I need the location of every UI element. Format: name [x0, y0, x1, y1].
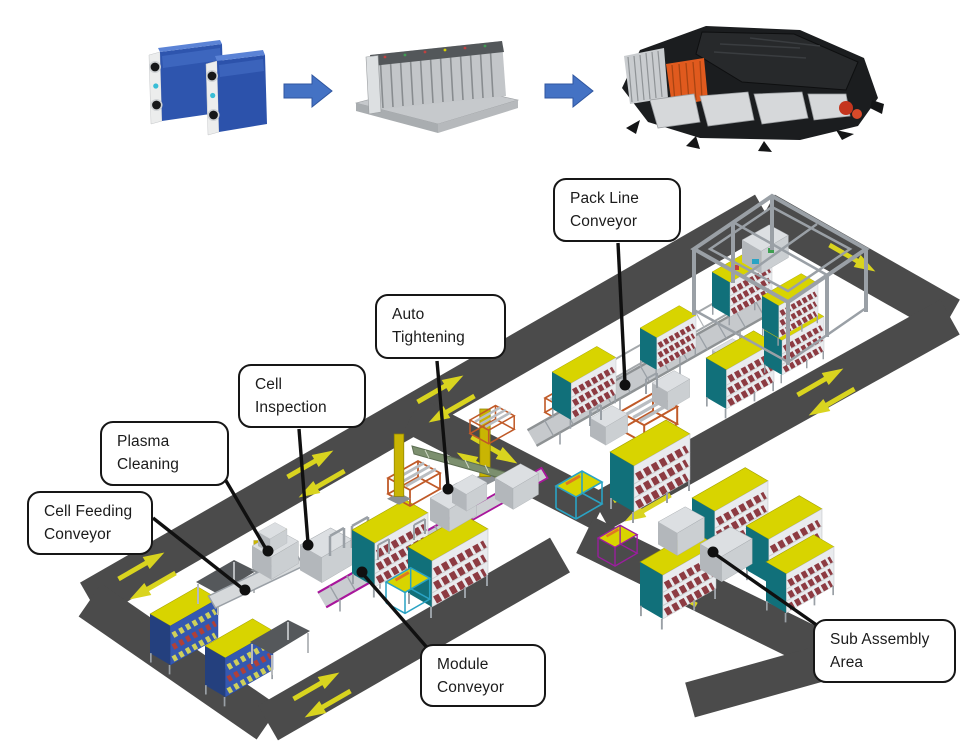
callout-text: Conveyor — [437, 679, 505, 696]
leader-line — [220, 473, 268, 550]
road-segment — [78, 583, 280, 740]
callout-pack-line-conveyor: Pack Line Conveyor — [553, 178, 681, 242]
battery-pack-photo — [622, 26, 884, 152]
leader-dot — [619, 379, 631, 391]
leader-line — [297, 428, 310, 544]
callout-text: Inspection — [255, 399, 327, 416]
leader-dots — [239, 379, 719, 596]
leader-dot — [707, 546, 719, 558]
callout-auto-tightening: Auto Tightening — [375, 294, 506, 359]
leader-line — [616, 242, 627, 384]
callout-text: Area — [830, 654, 864, 671]
callout-cell-feeding-conveyor: Cell Feeding Conveyor — [27, 491, 153, 555]
leader-line — [435, 360, 450, 488]
callout-text: Cleaning — [117, 456, 179, 473]
leader-line — [151, 516, 245, 591]
callout-text: Tightening — [392, 329, 465, 346]
callout-cell-inspection: Cell Inspection — [238, 364, 366, 428]
road-segment — [258, 537, 570, 741]
leader-lines — [151, 242, 819, 653]
overhead-gantry-frame — [690, 193, 870, 365]
callout-text: Pack Line — [570, 190, 639, 207]
callout-text: Conveyor — [44, 526, 112, 543]
road-segment — [576, 517, 859, 683]
callout-text: Sub Assembly — [830, 631, 930, 648]
callout-text: Cell Feeding — [44, 503, 133, 520]
flow-arrow-right-icon — [283, 73, 594, 109]
callout-text: Module — [437, 656, 489, 673]
callout-sub-assembly-area: Sub Assembly Area — [813, 619, 956, 683]
callout-text: Plasma — [117, 433, 170, 450]
road-network — [78, 194, 960, 741]
leader-dot — [239, 584, 251, 596]
leader-dot — [302, 539, 314, 551]
callout-text: Cell — [255, 376, 283, 393]
leader-dot — [442, 483, 454, 495]
leader-line — [714, 552, 819, 628]
leader-line — [361, 572, 432, 653]
callout-text: Auto — [392, 306, 425, 323]
battery-module-photo — [354, 41, 520, 133]
battery-cells-photo — [148, 40, 267, 136]
leader-dot — [262, 545, 274, 557]
callout-text: Conveyor — [570, 213, 638, 230]
leader-dot — [356, 566, 368, 578]
callout-plasma-cleaning: Plasma Cleaning — [100, 421, 229, 486]
callout-module-conveyor: Module Conveyor — [420, 644, 546, 707]
